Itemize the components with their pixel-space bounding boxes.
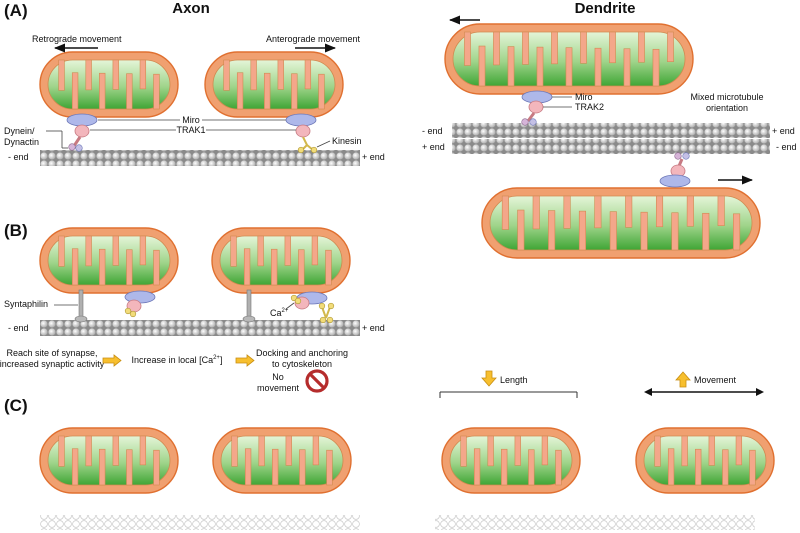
panel-label-b: (B)	[4, 221, 28, 240]
no-movement-label-1: No	[272, 372, 284, 382]
panel-label-a: (A)	[4, 1, 28, 20]
mitochondrion-dendrite-upper	[444, 23, 694, 95]
panel-label-c: (C)	[4, 396, 28, 415]
mitochondrion-b-right	[211, 227, 351, 294]
mitochondrion-c-axon-2	[212, 427, 352, 494]
mixed-orientation-label-1: Mixed microtubule	[690, 92, 763, 102]
dendrite-plus-end-1: + end	[772, 126, 795, 136]
trak1-protein	[295, 124, 311, 138]
prohibited-sign-icon	[305, 369, 329, 393]
kinesin-label: Kinesin	[332, 136, 362, 146]
step-3-line-1: Docking and anchoring	[256, 348, 348, 358]
kinesin-adaptor-complex	[285, 113, 318, 154]
axon-heading: Axon	[172, 0, 210, 17]
up-arrow-icon	[675, 371, 691, 388]
miro-protein	[66, 113, 98, 127]
dendrite-microtubule-lower	[452, 139, 770, 154]
miro-protein	[659, 174, 691, 188]
step-1-line-1: Reach site of synapse,	[6, 348, 97, 358]
movement-double-arrow	[644, 388, 764, 396]
dendrite-minus-end-1: - end	[422, 126, 443, 136]
dendrite-trak2-label: TRAK2	[575, 102, 604, 112]
dendrite-microtubule-c	[435, 515, 755, 530]
syntaphilin-anchor-right	[242, 289, 256, 323]
detached-motor-complex-right	[290, 291, 335, 324]
trak2-protein	[528, 100, 544, 114]
mitochondrion-axon-anterograde	[204, 51, 344, 118]
dendrite-plus-end-2: + end	[422, 142, 445, 152]
mitochondrion-c-dendrite-short	[441, 427, 581, 494]
mixed-orientation-label-2: orientation	[706, 103, 748, 113]
dendrite-adaptor-complex-upper	[521, 90, 553, 126]
no-movement-label-2: movement	[257, 383, 300, 393]
dendrite-adaptor-complex-lower	[659, 152, 691, 188]
mitochondrion-axon-retrograde	[39, 51, 179, 118]
minus-end-label-b: - end	[8, 323, 29, 333]
minus-end-label: - end	[8, 152, 29, 162]
retrograde-label: Retrograde movement	[32, 34, 122, 44]
detached-motor-complex-left	[124, 290, 156, 318]
dendrite-miro-label: Miro	[575, 92, 593, 102]
dendrite-heading: Dendrite	[575, 0, 636, 17]
mitochondrion-c-axon-1	[39, 427, 179, 494]
plus-end-label: + end	[362, 152, 385, 162]
length-bracket	[439, 391, 578, 398]
axon-microtubule-b	[40, 320, 360, 336]
dendrite-minus-end-2: - end	[776, 142, 797, 152]
trak1-label: TRAK1	[176, 125, 205, 135]
trak1-protein	[74, 124, 90, 138]
movement-label: Movement	[694, 375, 737, 385]
dynein-label: Dynein/	[4, 126, 35, 136]
step-3-line-2: to cytoskeleton	[272, 359, 332, 369]
dendrite-microtubule-upper	[452, 123, 770, 138]
plus-end-label-b: + end	[362, 323, 385, 333]
syntaphilin-label: Syntaphilin	[4, 299, 48, 309]
mitochondrion-dendrite-lower	[481, 187, 761, 259]
dynein-adaptor-complex	[66, 113, 98, 152]
miro-label: Miro	[182, 115, 200, 125]
mitochondrion-b-left	[39, 227, 179, 294]
step-arrow-2	[235, 354, 255, 367]
dynactin-label: Dynactin	[4, 137, 39, 147]
down-arrow-icon	[481, 370, 497, 387]
axon-microtubule-a	[40, 150, 360, 166]
miro-protein	[285, 113, 317, 127]
step-1-line-2: increased synaptic activity	[0, 359, 105, 369]
length-label: Length	[500, 375, 528, 385]
step-arrow-1	[102, 354, 122, 367]
anterograde-label: Anterograde movement	[266, 34, 361, 44]
calcium-label: Ca2+	[270, 308, 289, 318]
mitochondrion-c-dendrite-moving	[635, 427, 775, 494]
axon-microtubule-c	[40, 515, 360, 530]
syntaphilin-anchor-left	[74, 289, 88, 323]
step-2-text: Increase in local [Ca2+]	[132, 355, 223, 365]
